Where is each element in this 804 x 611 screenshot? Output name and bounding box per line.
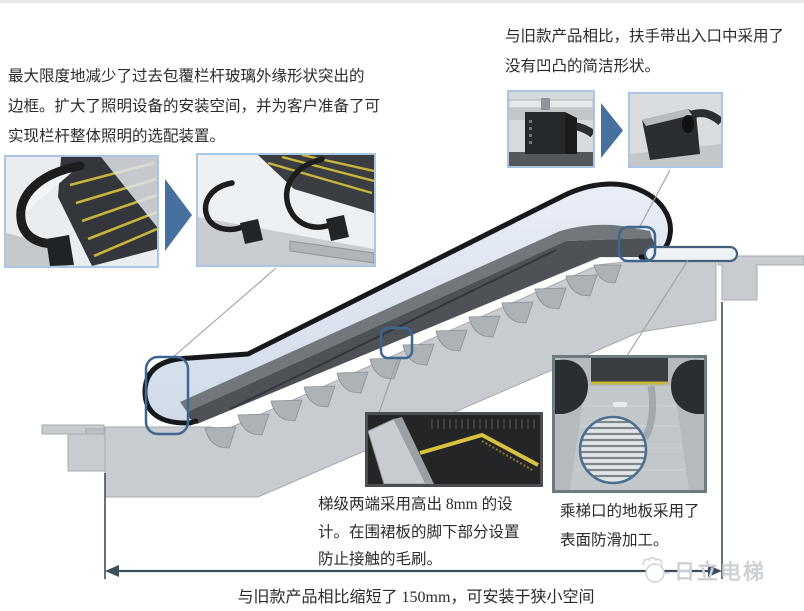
dimension-arrow-left	[105, 565, 119, 577]
text-line: 梯级两端采用高出 8mm 的设	[318, 496, 513, 513]
text-line: 边框。扩大了照明设备的安装空间，并为客户准备了可	[8, 98, 381, 115]
callout-lower-newel	[144, 355, 190, 436]
callout-boxes	[144, 225, 657, 436]
balustrade-annotation: 最大限度地减少了过去包覆栏杆玻璃外缘形状突出的 边框。扩大了照明设备的安装空间，…	[8, 62, 398, 152]
arrow-right-icon	[601, 103, 623, 163]
old-handrail-inlet-photo	[507, 90, 595, 168]
upper-floor-structure	[717, 255, 804, 301]
leader-line-lower-newel	[171, 267, 277, 359]
text-line: 实现栏杆整体照明的选配装置。	[8, 128, 226, 145]
badge-icon	[642, 557, 670, 583]
leader-line-upper-newel	[637, 169, 671, 231]
old-balustrade-photo	[4, 155, 159, 268]
callout-upper-newel	[617, 225, 657, 263]
text-line: 表面防滑加工。	[560, 532, 669, 549]
upper-floor-plate	[643, 245, 739, 263]
text-line: 计。在围裙板的脚下部分设置	[318, 523, 520, 541]
callout-skirt	[379, 326, 414, 360]
text-line: 最大限度地减少了过去包覆栏杆玻璃外缘形状突出的	[8, 68, 365, 85]
top-border-line	[0, 0, 804, 3]
arrow-right-icon	[165, 179, 192, 256]
step-brush-photo	[365, 412, 543, 487]
text-line: 防止接触的毛刷。	[318, 551, 443, 568]
leader-line-skirt	[378, 357, 399, 414]
text-line: 乘梯口的地板采用了	[560, 503, 700, 520]
step-brush-annotation: 梯级两端采用高出 8mm 的设 计。在围裙板的脚下部分设置 防止接触的毛刷。	[318, 491, 558, 574]
new-balustrade-photo	[196, 153, 376, 267]
lower-floor-structure	[41, 424, 106, 472]
deck-band	[180, 224, 655, 424]
watermark-logo: 日立电梯	[640, 553, 804, 589]
floor-antislip-photo	[552, 355, 707, 493]
handrail-inlet-annotation: 与旧款产品相比，扶手带出入口中采用了 没有凹凸的简洁形状。	[505, 22, 804, 82]
new-handrail-inlet-photo	[628, 92, 723, 168]
watermark-text: 日立电梯	[674, 560, 766, 584]
floor-antislip-annotation: 乘梯口的地板采用了 表面防滑加工。	[560, 497, 730, 555]
dimension-caption: 与旧款产品相比缩短了 150mm，可安装于狭小空间	[237, 589, 595, 606]
dimension-arrow-right	[708, 565, 722, 577]
text-line: 与旧款产品相比，扶手带出入口中采用了	[505, 28, 785, 45]
leader-lines	[171, 169, 689, 414]
text-line: 没有凹凸的简洁形状。	[505, 58, 661, 75]
dimension	[104, 302, 723, 579]
leader-line-floor	[626, 259, 689, 357]
